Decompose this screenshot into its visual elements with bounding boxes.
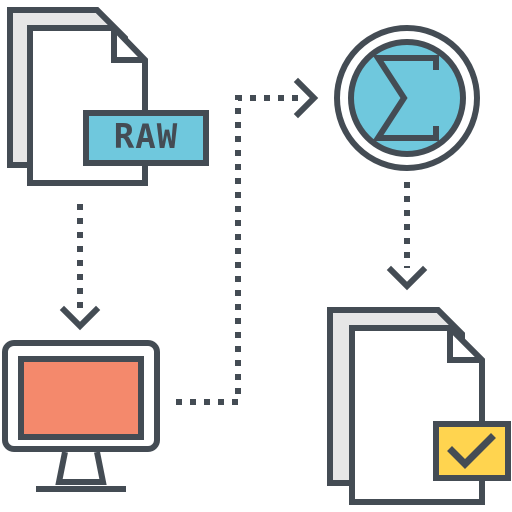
raw-badge xyxy=(83,110,209,166)
sigma-symbol xyxy=(372,55,439,141)
flow-arrow-monitor-to-sum-head xyxy=(293,77,319,119)
raw-badge-label: RAW xyxy=(114,117,178,157)
monitor-icon xyxy=(2,340,160,492)
flow-arrow-raw-to-monitor-head xyxy=(59,305,101,331)
monitor-screen xyxy=(18,356,144,440)
check-badge xyxy=(433,421,511,481)
flow-arrow-monitor-to-sum xyxy=(176,77,319,405)
result-file-corner-fold xyxy=(447,328,482,363)
sigma-icon xyxy=(334,25,480,171)
checkmark-icon xyxy=(447,433,496,469)
flow-arrow-sum-to-result-head xyxy=(386,265,428,291)
raw-file-corner-fold xyxy=(111,28,145,63)
verified-file-icon xyxy=(327,307,511,505)
monitor-stand xyxy=(55,451,107,485)
flow-arrow-raw-to-monitor xyxy=(59,204,101,331)
flow-arrow-sum-to-result xyxy=(386,182,428,291)
raw-file-icon: RAW xyxy=(7,7,209,186)
flow-arrow-monitor-to-sum-line xyxy=(176,95,304,405)
